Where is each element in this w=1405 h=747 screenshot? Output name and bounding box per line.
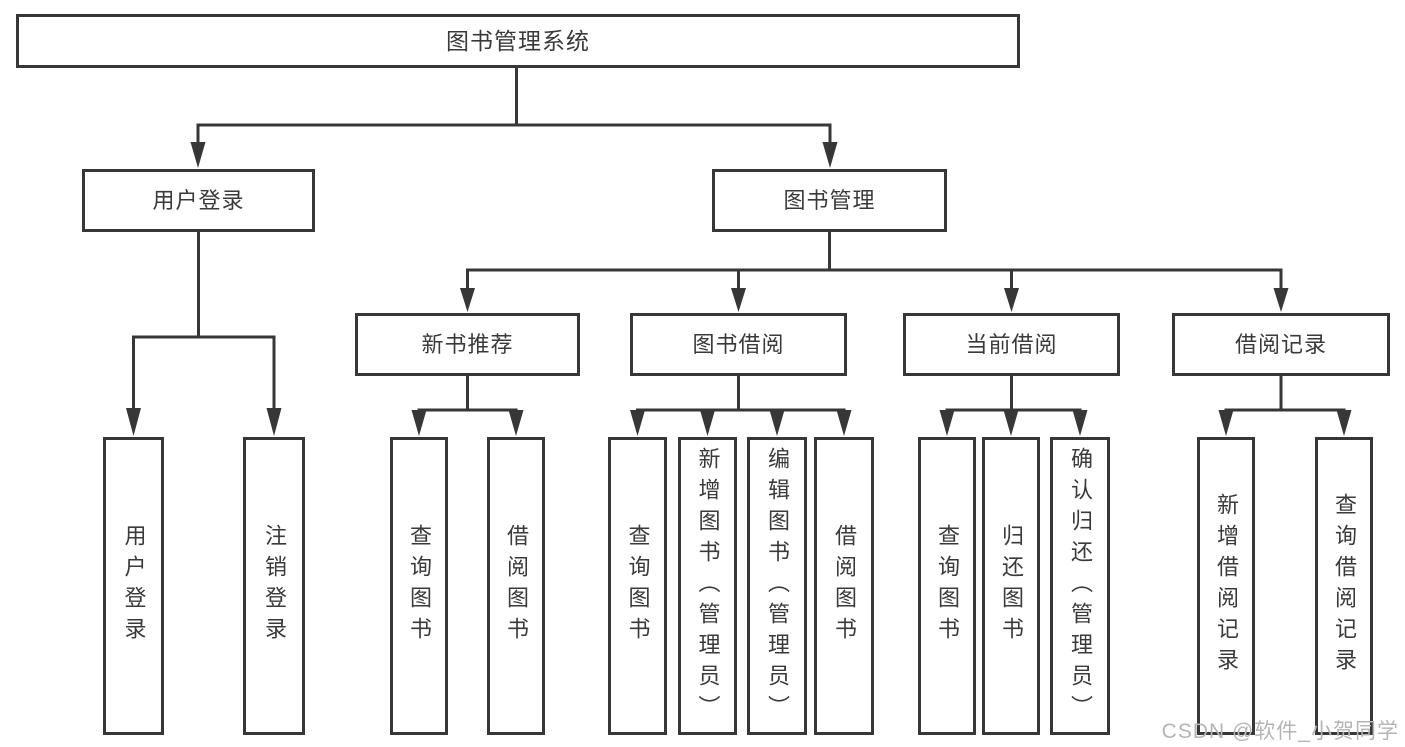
leaf-cb-query-books: 查询图书 [918, 437, 976, 735]
leaf-bb-borrow-books: 借阅图书 [814, 437, 874, 735]
connector-root [190, 68, 838, 168]
node-user-login: 用户登录 [82, 169, 315, 232]
connector-user-login [126, 232, 282, 436]
node-root: 图书管理系统 [16, 14, 1020, 68]
leaf-nbr-borrow-books: 借阅图书 [487, 437, 545, 735]
connector-book-mgmt [460, 232, 1289, 312]
node-new-book-rec: 新书推荐 [355, 313, 580, 376]
leaf-br-query-record: 查询借阅记录 [1315, 437, 1373, 735]
leaf-bb-query-books: 查询图书 [608, 437, 667, 735]
connector-new-book-rec [411, 376, 524, 436]
leaf-bb-add-books-admin: 新增图书（管理员） [678, 437, 737, 735]
node-borrow-records: 借阅记录 [1172, 313, 1390, 376]
connector-borrow-records [1218, 376, 1352, 436]
connector-book-borrow [630, 376, 852, 436]
leaf-user-login: 用户登录 [103, 437, 164, 735]
leaf-br-add-record: 新增借阅记录 [1197, 437, 1255, 735]
watermark: CSDN @软件_小贺同学 [1161, 720, 1399, 743]
leaf-bb-edit-books-admin: 编辑图书（管理员） [747, 437, 807, 735]
connector-current-borrow [939, 376, 1088, 436]
leaf-logout: 注销登录 [243, 437, 305, 735]
node-book-mgmt: 图书管理 [712, 169, 947, 232]
node-book-borrow: 图书借阅 [630, 313, 847, 376]
node-current-borrow: 当前借阅 [903, 313, 1120, 376]
leaf-cb-confirm-return-admin: 确认归还（管理员） [1050, 437, 1110, 735]
leaf-nbr-query-books: 查询图书 [390, 437, 448, 735]
leaf-cb-return-books: 归还图书 [982, 437, 1040, 735]
